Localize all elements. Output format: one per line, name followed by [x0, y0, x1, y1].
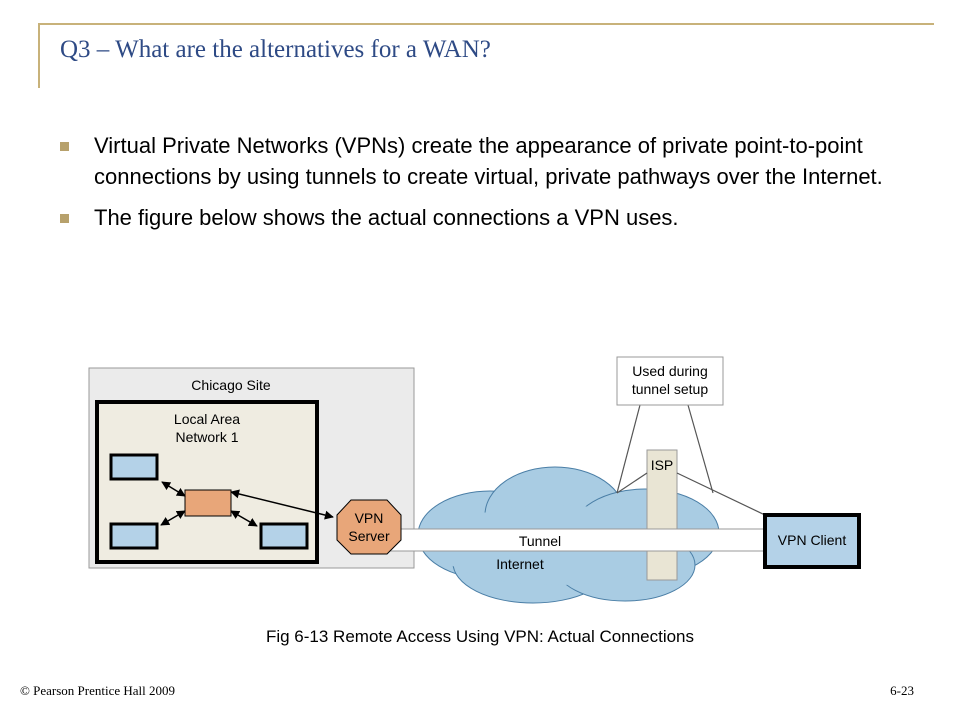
title-rule-horizontal — [38, 23, 934, 25]
link-switch-pc1 — [161, 481, 186, 497]
link-switch-vpn-server — [230, 489, 334, 520]
lan-label-line2: Network 1 — [175, 429, 238, 445]
lan-label-line1: Local Area — [174, 411, 240, 427]
bullet-text: The figure below shows the actual connec… — [94, 205, 679, 230]
bullet-square-icon — [60, 214, 69, 223]
pc-top-left-icon — [109, 453, 159, 481]
isp-bar — [646, 449, 678, 581]
vpn-server-icon — [336, 499, 402, 555]
vpn-diagram: Chicago Site Local Area Network 1 ISP Tu… — [88, 356, 861, 604]
bullet-square-icon — [60, 142, 69, 151]
footer-page-number: 6-23 — [890, 683, 914, 698]
tunnel-label: Tunnel — [519, 533, 561, 549]
isp-link-left — [616, 472, 648, 494]
internet-label: Internet — [496, 556, 544, 572]
vpn-client-label: VPN Client — [778, 532, 847, 548]
site-label: Chicago Site — [191, 377, 271, 393]
tunnel-setup-callout — [616, 356, 724, 406]
callout-label-line1: Used during — [632, 363, 708, 379]
footer-copyright: © Pearson Prentice Hall 2009 — [20, 683, 176, 698]
pc-bottom-left-icon — [109, 522, 159, 550]
figure-caption: Fig 6-13 Remote Access Using VPN: Actual… — [265, 627, 695, 646]
isp-label: ISP — [651, 457, 674, 473]
callout-label-line2: tunnel setup — [632, 381, 708, 397]
bullet-list: Virtual Private Networks (VPNs) create t… — [60, 130, 920, 243]
isp-link-right — [676, 472, 766, 516]
pc-bottom-right-icon — [259, 522, 309, 550]
vpn-server-label-line2: Server — [348, 528, 390, 544]
callout-line-right — [687, 404, 714, 494]
bullet-item: Virtual Private Networks (VPNs) create t… — [60, 130, 920, 192]
tunnel-pipe — [384, 528, 776, 552]
bullet-text: Virtual Private Networks (VPNs) create t… — [94, 133, 883, 189]
slide-title: Q3 – What are the alternatives for a WAN… — [60, 36, 491, 63]
switch-icon — [184, 489, 232, 517]
callout-line-left — [616, 404, 641, 494]
vpn-client-icon — [763, 513, 861, 569]
link-switch-pc2 — [160, 510, 186, 526]
vpn-server-label-line1: VPN — [355, 510, 384, 526]
title-rule-vertical — [38, 23, 40, 88]
bullet-item: The figure below shows the actual connec… — [60, 202, 920, 233]
